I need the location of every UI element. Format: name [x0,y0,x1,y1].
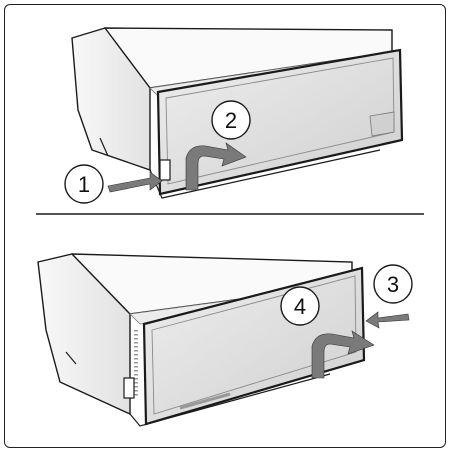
step-3-label: 3 [387,272,399,297]
curved-arrow-icon [311,330,375,379]
curved-arrow-icon [185,142,247,191]
step-4-callout: 4 [280,286,320,326]
step-3-callout: 3 [373,264,413,304]
drawer-latch [123,377,135,399]
step-2-label: 2 [225,108,237,133]
pull-arrow-icon [365,311,410,329]
step-2-callout: 2 [211,100,251,140]
drawer-latch [159,159,171,181]
pull-arrow-icon [107,171,163,193]
step-4-label: 4 [294,294,306,319]
step-1-callout: 1 [64,164,104,204]
step-1-label: 1 [78,172,90,197]
